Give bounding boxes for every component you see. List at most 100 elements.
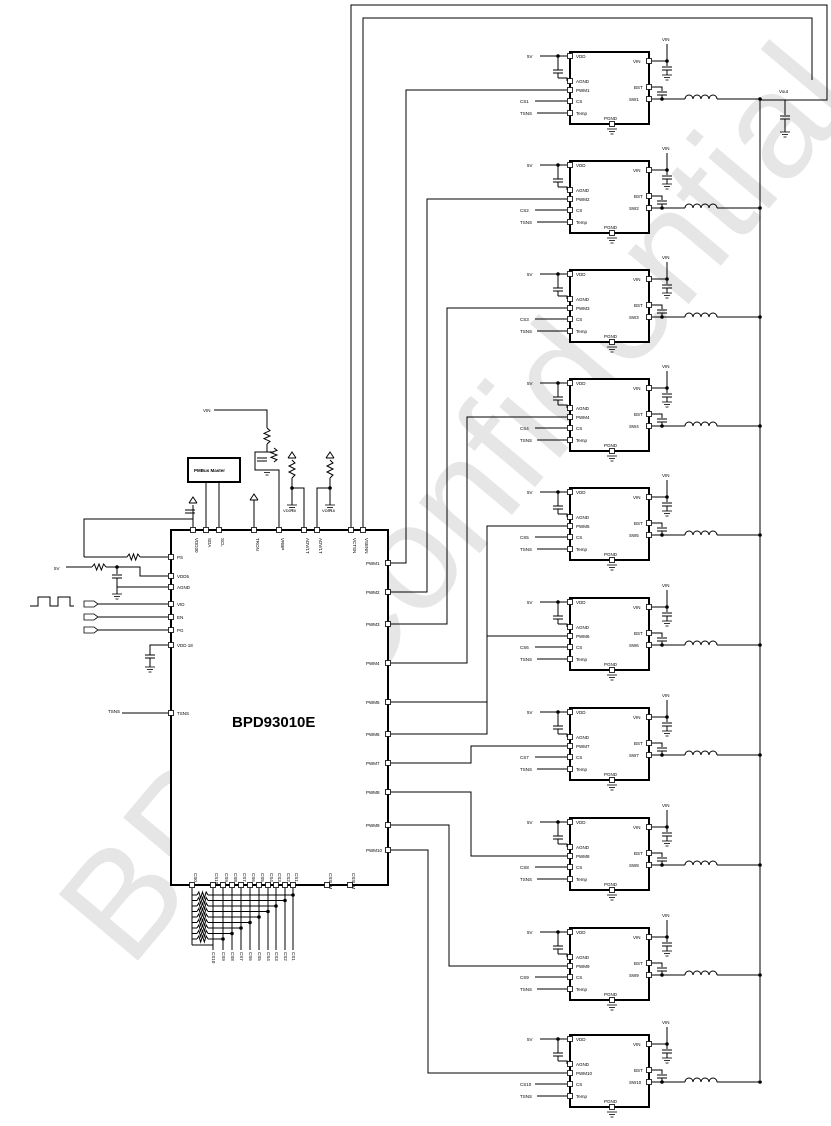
vin-divider-wire [214, 409, 268, 428]
top-pin-label: VRBP [280, 538, 285, 550]
pgnd-pin-label: PGND [604, 334, 618, 339]
junction-dot [758, 533, 762, 537]
resistor [196, 928, 209, 939]
junction-dot [660, 973, 664, 977]
bottom-pin [290, 882, 296, 888]
addr-wire [291, 478, 305, 527]
bst-wire [652, 632, 663, 637]
stage-body [569, 817, 650, 891]
pgnd-pin-label: PGND [604, 225, 618, 230]
stage-pin [646, 862, 652, 868]
junction-dot [248, 920, 252, 925]
resistor [196, 901, 209, 911]
junction-dot [758, 206, 762, 210]
bottom-pin-label: CS6 [251, 873, 256, 882]
tsns-net-label: TSNS [520, 767, 532, 772]
stage-pin [646, 423, 652, 429]
junction-dot [660, 97, 664, 101]
junction-dot [239, 926, 243, 930]
bottom-pin [256, 882, 262, 888]
right-pin [385, 847, 391, 853]
inductor [684, 1077, 718, 1083]
agnd-pin-label: AGND [576, 845, 590, 850]
cs-pin-label: CS [576, 1082, 582, 1087]
bottom-pin [189, 882, 195, 888]
ground-icon [607, 346, 617, 353]
junction-dot [283, 898, 287, 903]
junction-dot [758, 1080, 762, 1084]
junction-dot [665, 386, 669, 390]
stage-pin [567, 328, 573, 334]
pwm-route [391, 525, 567, 703]
bottom-pin [238, 882, 244, 888]
stage-pin [567, 974, 573, 980]
power-stage-4: VDDAGNDPWM4CSTempVINBSTSW4PGND5VCS4TSNSV… [520, 364, 762, 462]
bottom-pin-label: CS2 [286, 873, 291, 882]
pgnd-pin-label: PGND [604, 552, 618, 557]
cs-pin-label: CS [576, 975, 582, 980]
power-stage-6: VDDAGNDPWM6CSTempVINBSTSW6PGND5VCS6TSNSV… [520, 583, 762, 681]
vin-pin-label: VIN [633, 935, 641, 940]
junction-dot [758, 753, 762, 757]
agnd-link [558, 513, 568, 517]
junction-dot [665, 277, 669, 281]
stage-pin [567, 207, 573, 213]
pwm-pin-label: PWM5 [576, 524, 590, 529]
stage-body [569, 51, 650, 125]
stage-pin [567, 534, 573, 540]
port-connector [83, 600, 99, 608]
vdd-pin-label: VDD [576, 272, 586, 277]
cs-label: CS1 [291, 952, 296, 961]
top-pin [301, 527, 307, 533]
v5-label: 5V [527, 381, 533, 386]
ground-icon [607, 455, 617, 462]
junction-dot [758, 97, 762, 101]
stage-pin [646, 411, 652, 417]
top-pin-label: ADV/1T [305, 538, 310, 554]
resistor [196, 917, 209, 928]
pgnd-pin-label: PGND [604, 662, 618, 667]
stage-pin [646, 752, 652, 758]
vid-waveform [30, 596, 74, 607]
junction-dot [660, 643, 664, 647]
stage-pin [567, 380, 573, 386]
power-stage-8: VDDAGNDPWM8CSTempVINBSTSW8PGND5VCS8TSNSV… [520, 803, 762, 901]
cs-pin-label: CS [576, 208, 582, 213]
bottom-pin-label: CS10 [214, 873, 219, 885]
stage-pin [567, 644, 573, 650]
pgnd-pin-label: PGND [604, 882, 618, 887]
right-pin-label: PWM3 [366, 622, 380, 627]
vin-pin-label: VIN [633, 386, 641, 391]
cs-label: CS4 [266, 952, 271, 961]
ground-icon [607, 564, 617, 571]
bst-pin-label: BST [634, 1068, 643, 1073]
inductor [684, 421, 718, 427]
pwm-route [391, 824, 567, 967]
bst-wire [652, 304, 663, 309]
junction-dot [660, 206, 664, 210]
stage-pin [646, 824, 652, 830]
stage-pin [646, 532, 652, 538]
vin-net-label: VIN [662, 583, 670, 588]
stage-pin [567, 766, 573, 772]
stage-pin [567, 864, 573, 870]
junction-dot [665, 935, 669, 939]
temp-pin-label: Temp [576, 767, 588, 772]
resistor [91, 562, 107, 572]
pwm-pin-label: PWM8 [576, 854, 590, 859]
inductor [684, 750, 718, 756]
bst-wire [652, 1069, 663, 1074]
resistor [196, 895, 209, 906]
stage-pin [567, 187, 573, 193]
ground-icon [112, 593, 122, 600]
ground-icon [662, 1057, 672, 1064]
stage-pin [567, 98, 573, 104]
agnd-pin-label: AGND [576, 1062, 590, 1067]
pwm-pin-label: PWM1 [576, 88, 590, 93]
stage-pin [567, 546, 573, 552]
vdd-pin-label: VDD [576, 930, 586, 935]
left-pin [168, 627, 174, 633]
watermark: BPS Confidential [26, 14, 831, 991]
stage-pin [646, 58, 652, 64]
pgnd-pin [609, 448, 615, 454]
